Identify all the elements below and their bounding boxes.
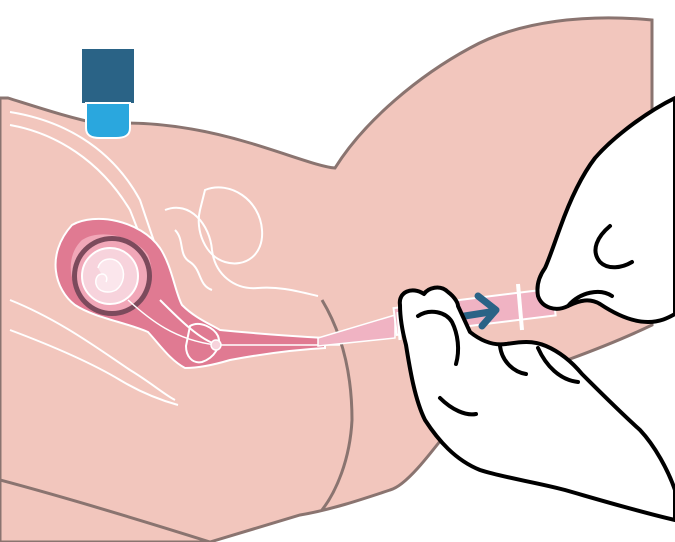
- probe-tip: [86, 103, 130, 138]
- ultrasound-probe-icon: [82, 49, 134, 138]
- fetus-icon: [96, 259, 124, 292]
- probe-handle: [82, 49, 134, 103]
- catheter-tip: [211, 340, 221, 350]
- gestational-sac: [72, 236, 152, 316]
